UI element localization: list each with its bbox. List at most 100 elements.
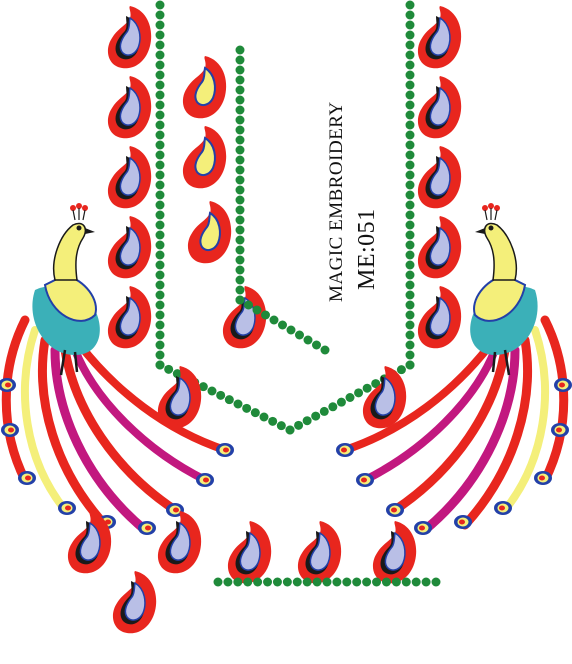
bead xyxy=(155,360,165,370)
bead xyxy=(405,90,415,100)
bead xyxy=(235,285,245,295)
bead xyxy=(405,70,415,80)
bead xyxy=(235,65,245,75)
design-title: MAGIC EMBROIDERY ME:051 xyxy=(262,60,382,320)
bead xyxy=(235,115,245,125)
bead xyxy=(155,130,165,140)
bead xyxy=(155,0,165,10)
bead xyxy=(276,421,286,431)
bead xyxy=(198,382,208,392)
bead xyxy=(311,411,321,421)
bead xyxy=(155,310,165,320)
bead xyxy=(401,577,411,587)
bead xyxy=(405,270,415,280)
bead xyxy=(405,60,415,70)
bead xyxy=(405,80,415,90)
left-paisley-column xyxy=(107,5,152,350)
bead xyxy=(354,388,364,398)
bead xyxy=(155,60,165,70)
bead xyxy=(405,50,415,60)
bead xyxy=(155,20,165,30)
bead xyxy=(155,290,165,300)
bead xyxy=(285,425,295,435)
bead xyxy=(235,175,245,185)
bead xyxy=(405,310,415,320)
bead xyxy=(155,260,165,270)
bead xyxy=(235,135,245,145)
bead xyxy=(405,160,415,170)
bead xyxy=(405,170,415,180)
bead xyxy=(421,577,431,587)
bead xyxy=(155,300,165,310)
bottom-bead-line xyxy=(213,577,441,587)
bead xyxy=(295,330,304,340)
bead xyxy=(381,577,391,587)
bead xyxy=(396,365,406,375)
bead xyxy=(155,120,165,130)
bead xyxy=(155,180,165,190)
bead xyxy=(405,10,415,20)
bead xyxy=(155,170,165,180)
bead xyxy=(155,10,165,20)
bead xyxy=(319,406,329,416)
bead xyxy=(233,399,243,409)
bead xyxy=(155,280,165,290)
bead xyxy=(253,577,263,587)
bead xyxy=(235,75,245,85)
bead xyxy=(224,395,234,405)
bead xyxy=(155,30,165,40)
bead xyxy=(312,340,321,350)
bottom-right-strip xyxy=(227,520,417,585)
bead xyxy=(263,577,273,587)
bead xyxy=(235,275,245,285)
bead xyxy=(405,220,415,230)
bead xyxy=(405,290,415,300)
bead xyxy=(286,325,296,335)
bead xyxy=(342,577,352,587)
bead xyxy=(261,310,270,320)
bead xyxy=(405,30,415,40)
bead xyxy=(233,577,243,587)
bead xyxy=(250,408,260,418)
bead xyxy=(235,55,245,65)
bead xyxy=(235,105,245,115)
bead xyxy=(155,350,165,360)
bead xyxy=(244,300,253,310)
bead xyxy=(405,200,415,210)
bead xyxy=(155,210,165,220)
bead xyxy=(155,330,165,340)
bead xyxy=(155,50,165,60)
bead xyxy=(235,125,245,135)
bead xyxy=(405,180,415,190)
bead xyxy=(155,240,165,250)
bead xyxy=(405,360,415,370)
bead xyxy=(405,40,415,50)
bead xyxy=(155,340,165,350)
bead xyxy=(235,155,245,165)
bead xyxy=(405,0,415,10)
inner-yellow-paisleys xyxy=(181,55,267,350)
bead xyxy=(155,100,165,110)
bead xyxy=(302,416,312,426)
green-bead-neckline xyxy=(155,0,415,435)
bead xyxy=(213,577,223,587)
bead xyxy=(312,577,322,587)
bead xyxy=(336,397,346,407)
bead xyxy=(235,85,245,95)
bead xyxy=(155,200,165,210)
brand-text: MAGIC EMBROIDERY xyxy=(326,101,347,302)
bead xyxy=(302,577,312,587)
bead xyxy=(405,100,415,110)
bead xyxy=(405,350,415,360)
bead xyxy=(268,416,278,426)
bead xyxy=(155,150,165,160)
bead xyxy=(405,240,415,250)
bead xyxy=(259,412,269,422)
bead xyxy=(272,577,282,587)
bead xyxy=(155,230,165,240)
bead xyxy=(405,120,415,130)
bead xyxy=(235,235,245,245)
bead xyxy=(235,225,245,235)
bead xyxy=(405,260,415,270)
bead xyxy=(345,393,355,402)
